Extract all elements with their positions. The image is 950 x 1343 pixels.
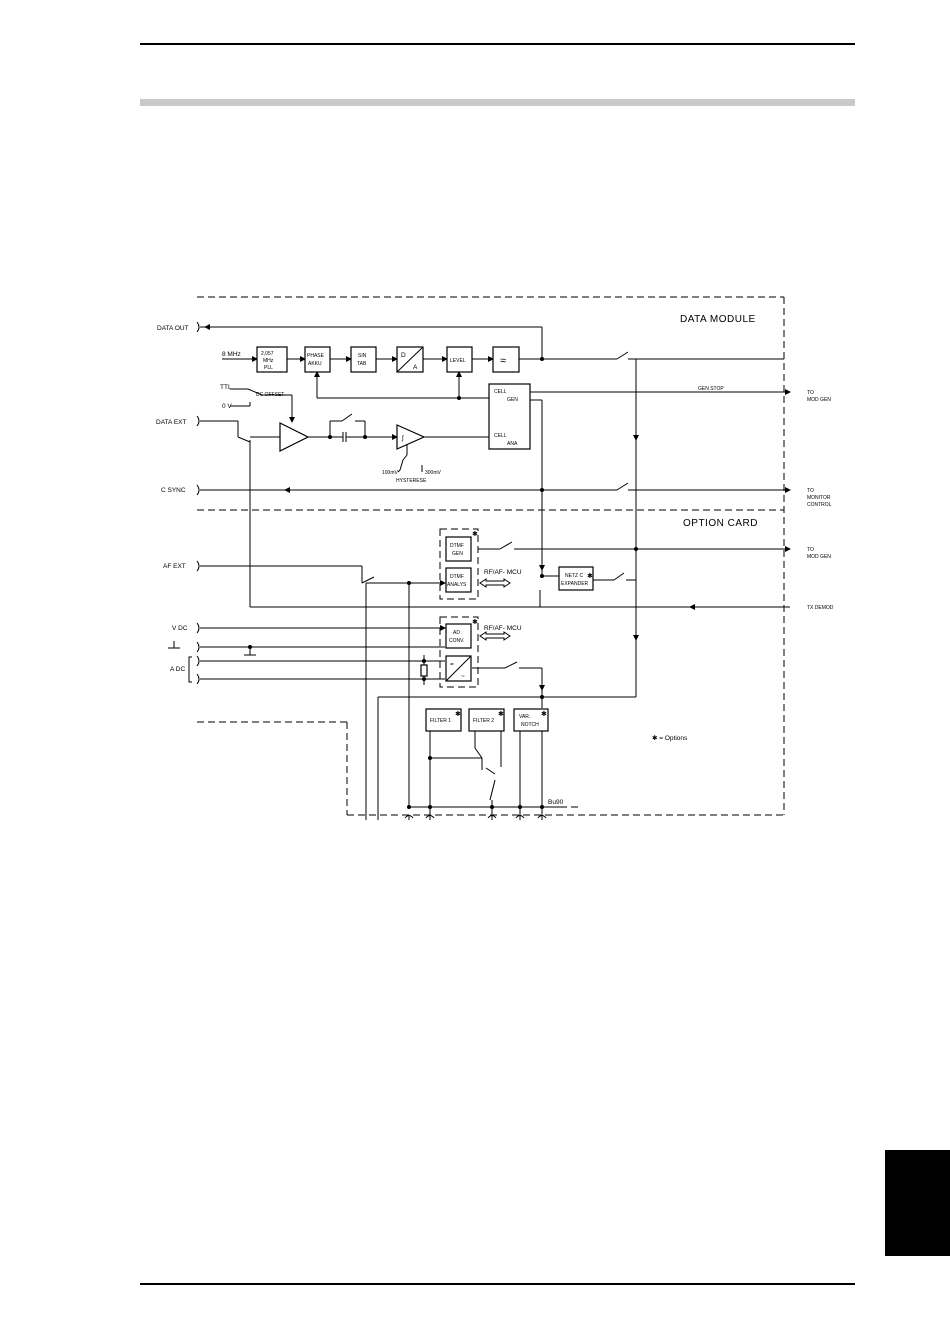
mv100-label: 100mV [382,470,399,476]
input-connectors: DATA OUT 8 MHz TTL 0 V DATA EXT C SYNC A… [156,321,241,685]
mhz8-label: 8 MHz [222,351,241,358]
rf-af-mcu-label-2: RF/AF- MCU [484,625,522,632]
pll-block: 2,057 MHz PLL [256,346,288,373]
module-frames [197,296,785,816]
footer-rule [140,1283,855,1285]
svg-text:2,057: 2,057 [261,351,274,357]
svg-text:PLL: PLL [264,365,273,371]
data-out-label: DATA OUT [157,325,189,332]
data-ext-label: DATA EXT [156,419,186,426]
svg-text:CELL: CELL [494,433,507,439]
dtmf-analys-block: DTMF ANALYS [445,567,472,593]
comparator-symbol: ∫ [396,424,426,450]
mv300-label: 300mV [425,470,442,476]
svg-text:ANA: ANA [507,441,518,447]
svg-text:EXPANDER: EXPANDER [561,581,589,587]
svg-text:ANALYS: ANALYS [447,582,467,588]
svg-text:∫: ∫ [401,435,404,442]
option-card-title: OPTION CARD [683,518,758,529]
svg-text:~: ~ [461,673,465,680]
svg-text:FILTER 1: FILTER 1 [430,718,451,724]
filter1-block: FILTER 1 [425,708,462,732]
svg-text:TAB: TAB [357,361,367,367]
phase-akku-block: PHASE AKKU [304,346,331,373]
svg-text:GEN: GEN [507,397,518,403]
bottom-connectors [404,815,547,819]
dtmf-gen-block: DTMF GEN [445,536,472,562]
svg-text:MOD GEN: MOD GEN [807,397,831,403]
junction-dots [248,357,638,809]
svg-text:AKKU: AKKU [308,361,322,367]
svg-text:PHASE: PHASE [307,353,325,359]
svg-text:SIN: SIN [358,353,367,359]
bu90-label: Bu90 [548,799,564,806]
level-block: LEVEL [446,346,473,373]
zero-v-label: 0 V [222,403,232,410]
svg-text:MOD GEN: MOD GEN [807,554,831,560]
c-sync-label: C SYNC [161,487,186,494]
svg-text:MHz: MHz [263,358,274,364]
gen-stop-label: GEN STOP [698,386,724,392]
mcu-arrows [479,578,511,641]
header-rule [140,43,855,45]
svg-text:DTMF: DTMF [450,543,464,549]
netz-expander-block: NETZ C EXPANDER [558,566,594,591]
options-note: ✱ = Options [652,734,688,742]
svg-text:TO: TO [807,488,814,494]
hysterese-label: HYSTERESE [396,478,427,484]
svg-text:MONITOR: MONITOR [807,495,831,501]
ttl-label: TTL [220,384,232,391]
svg-text:DTMF: DTMF [450,574,464,580]
svg-text:VAR.: VAR. [519,714,530,720]
amplifier-symbol [279,422,310,452]
svg-text:✱: ✱ [472,618,478,626]
svg-text:✱: ✱ [498,710,504,718]
svg-text:CONV.: CONV. [449,638,464,644]
svg-text:GEN: GEN [452,551,463,557]
svg-text:CONTROL: CONTROL [807,502,832,508]
a-dc-label: A DC [170,666,185,673]
svg-text:FILTER 2: FILTER 2 [473,718,494,724]
svg-text:TO: TO [807,547,814,553]
dc-offset-label: DC OFFSET [256,392,284,398]
svg-text:A: A [413,364,418,371]
output-labels: TO MOD GEN TO MONITOR CONTROL TO MOD GEN… [807,390,834,611]
ad-conv-block: AD CONV. [445,623,472,649]
svg-text:TO: TO [807,390,814,396]
svg-text:≈: ≈ [500,355,506,367]
af-ext-label: AF EXT [163,563,186,570]
da-converter-block: D A [396,346,424,373]
chapter-tab [885,1150,950,1256]
svg-text:✱: ✱ [541,710,547,718]
rf-af-mcu-label-1: RF/AF- MCU [484,569,522,576]
filter2-block: FILTER 2 [468,708,505,732]
lowpass-filter-block: ≈ [492,346,520,373]
svg-text:TX DEMOD: TX DEMOD [807,605,834,611]
section-bar [140,99,855,106]
option-stars: ✱ ✱ ✱ ✱ ✱ ✱ [455,530,593,718]
cell-block: CELL GEN CELL ANA [488,383,531,450]
svg-text:CELL: CELL [494,389,507,395]
svg-text:NETZ C: NETZ C [565,573,583,579]
svg-text:NOTCH: NOTCH [521,722,539,728]
svg-text:✱: ✱ [455,710,461,718]
ac-dc-converter-block: = ~ [445,655,472,682]
svg-text:✱: ✱ [472,530,478,538]
data-module-title: DATA MODULE [680,314,756,325]
annotation-labels: DC OFFSET GEN STOP 100mV 300mV HYSTERESE… [256,386,724,806]
v-dc-label: V DC [172,625,188,632]
svg-text:D: D [401,352,406,359]
svg-text:=: = [450,661,454,668]
sin-tab-block: SIN TAB [350,346,377,373]
svg-text:LEVEL: LEVEL [450,358,466,364]
svg-text:✱: ✱ [587,572,593,580]
var-notch-block: VAR. NOTCH [513,708,549,732]
svg-text:AD: AD [453,630,460,636]
